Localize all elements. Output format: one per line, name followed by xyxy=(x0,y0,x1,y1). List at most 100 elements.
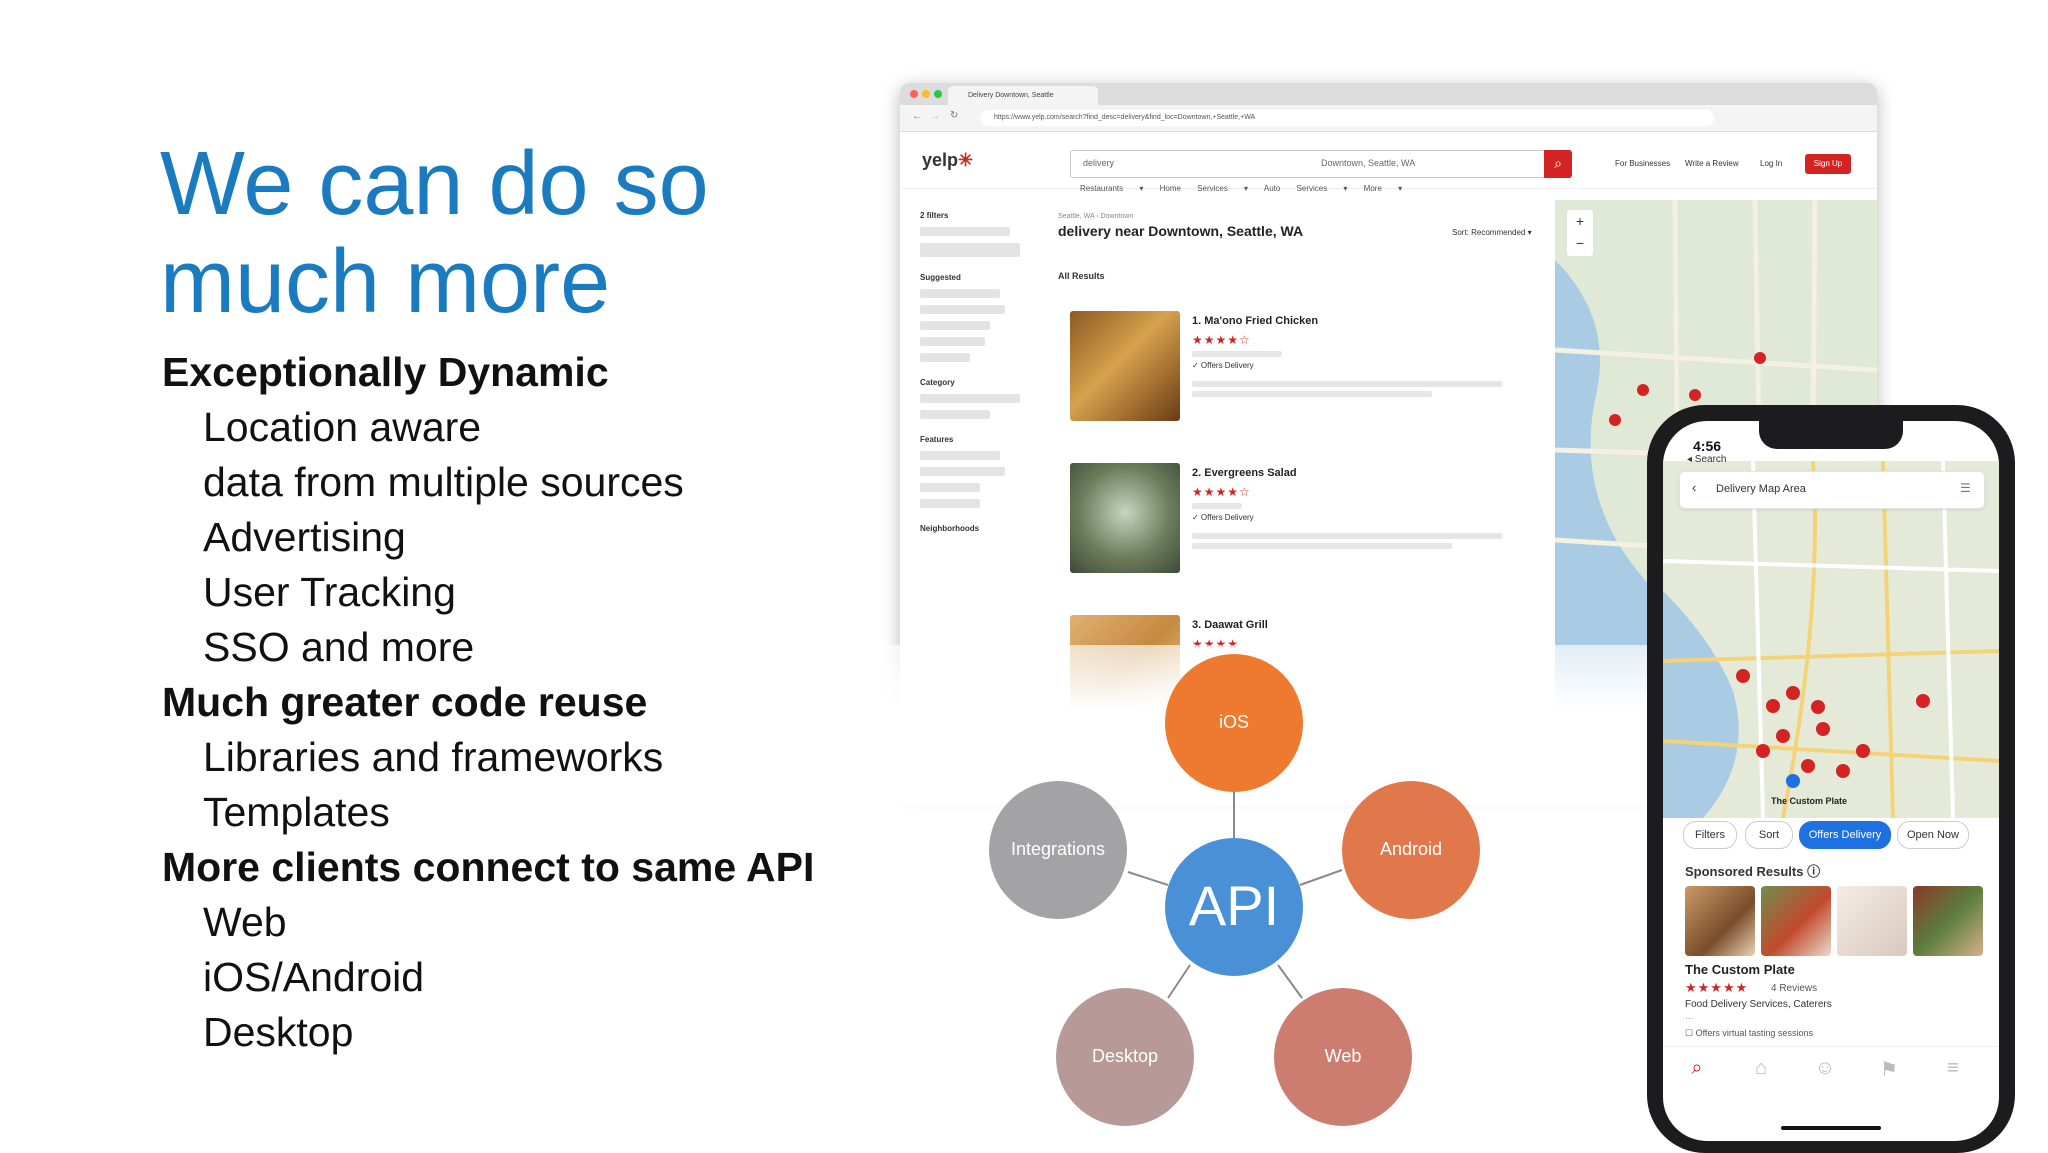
burst-icon: ✳ xyxy=(958,150,974,170)
slide-title: We can do so much more xyxy=(160,135,880,331)
map-pin-label: The Custom Plate xyxy=(1771,796,1848,806)
delivery-tab-icon[interactable]: ⌂ xyxy=(1754,1057,1768,1079)
api-label: API xyxy=(1189,874,1279,937)
for-businesses-link[interactable]: For Businesses xyxy=(1615,159,1671,168)
browser-tab[interactable]: Delivery Downtown, Seattle xyxy=(948,86,1098,105)
back-arrow-icon[interactable]: ← xyxy=(912,111,922,122)
result-offer: ✓ Offers Delivery xyxy=(1192,361,1254,370)
phone-notch xyxy=(1759,421,1903,449)
bullet-advertising: Advertising xyxy=(203,514,406,560)
android-node[interactable]: Android xyxy=(1342,781,1480,919)
forward-arrow-icon[interactable]: → xyxy=(930,111,940,122)
sort-dropdown[interactable]: Sort: Recommended ▾ xyxy=(1452,228,1532,237)
bullet-location-aware: Location aware xyxy=(203,404,482,450)
business-name[interactable]: The Custom Plate xyxy=(1685,962,1795,977)
food-photo[interactable] xyxy=(1761,886,1831,956)
food-photo[interactable] xyxy=(1913,886,1983,956)
food-photo[interactable] xyxy=(1837,886,1907,956)
business-stars: ★★★★★ xyxy=(1685,980,1749,995)
browser-tab-bar: Delivery Downtown, Seattle xyxy=(900,83,1877,105)
sort-chip[interactable]: Sort xyxy=(1745,821,1793,849)
more-tab-icon[interactable]: ≡ xyxy=(1947,1057,1959,1079)
login-link[interactable]: Log In xyxy=(1760,159,1783,168)
search-query[interactable]: delivery xyxy=(1083,158,1115,168)
reload-icon[interactable]: ↻ xyxy=(950,110,959,121)
suggested-heading: Suggested xyxy=(920,273,961,282)
title-line-2: much more xyxy=(160,232,611,332)
ios-node[interactable]: iOS xyxy=(1165,654,1303,792)
review-count: 4 Reviews xyxy=(1771,983,1818,994)
bullet-libraries: Libraries and frameworks xyxy=(203,734,664,780)
category-heading: Category xyxy=(920,378,955,387)
open-now-chip[interactable]: Open Now xyxy=(1897,821,1969,849)
sponsored-heading: Sponsored Results ⓘ xyxy=(1685,864,1821,879)
result-card[interactable]: 2. Evergreens Salad ★★★★☆ ✓ Offers Deliv… xyxy=(1070,463,1520,578)
maximize-dot[interactable] xyxy=(934,90,942,98)
me-tab-icon[interactable]: ☺ xyxy=(1814,1057,1836,1079)
bullet-desktop: Desktop xyxy=(203,1009,354,1055)
result-name[interactable]: 1. Ma'ono Fried Chicken xyxy=(1192,315,1319,327)
bullet-exceptionally-dynamic: Exceptionally Dynamic xyxy=(162,349,609,395)
phone-mockup: The Custom Plate 4:56 ◂ Search ‹ Deliver… xyxy=(1647,405,2015,1153)
phone-map[interactable]: The Custom Plate xyxy=(1663,461,1999,818)
list-icon[interactable]: ☰ xyxy=(1960,481,1971,495)
collections-tab-icon[interactable]: ⚑ xyxy=(1880,1059,1898,1081)
bullet-code-reuse: Much greater code reuse xyxy=(162,679,648,725)
address-bar: ← → ↻ https://www.yelp.com/search?find_d… xyxy=(900,105,1877,132)
features-heading: Features xyxy=(920,435,954,444)
bullet-data-sources: data from multiple sources xyxy=(203,459,684,505)
bullet-list: Exceptionally Dynamic Location aware dat… xyxy=(162,345,882,1060)
bullet-templates: Templates xyxy=(203,789,390,835)
integrations-node[interactable]: Integrations xyxy=(989,781,1127,919)
filters-heading: 2 filters xyxy=(920,211,949,220)
back-chevron-icon[interactable]: ‹ xyxy=(1692,480,1697,495)
result-name[interactable]: 3. Daawat Grill xyxy=(1192,619,1268,631)
api-node[interactable]: API xyxy=(1165,838,1303,976)
title-line-1: We can do so xyxy=(160,134,709,234)
map-zoom-controls[interactable]: +− xyxy=(1567,210,1593,256)
back-to-search[interactable]: ◂ Search xyxy=(1687,454,1727,465)
result-photo[interactable] xyxy=(1070,311,1180,421)
bullet-sso: SSO and more xyxy=(203,624,475,670)
sponsored-images xyxy=(1685,886,1999,958)
result-offer: ✓ Offers Delivery xyxy=(1192,513,1254,522)
search-tab-icon[interactable]: ⌕ xyxy=(1691,1057,1703,1079)
results-heading: delivery near Downtown, Seattle, WA xyxy=(1058,223,1304,239)
result-card[interactable]: 1. Ma'ono Fried Chicken ★★★★☆ ✓ Offers D… xyxy=(1070,311,1520,426)
desktop-node[interactable]: Desktop xyxy=(1056,988,1194,1126)
neighborhoods-heading: Neighborhoods xyxy=(920,524,980,533)
category-nav[interactable]: Restaurants ▾ Home Services ▾ Auto Servi… xyxy=(1080,184,1403,193)
bullet-user-tracking: User Tracking xyxy=(203,569,456,615)
home-indicator xyxy=(1781,1126,1881,1130)
desktop-label: Desktop xyxy=(1092,1046,1158,1066)
phone-search-text[interactable]: Delivery Map Area xyxy=(1716,483,1806,495)
close-dot[interactable] xyxy=(910,90,918,98)
web-node[interactable]: Web xyxy=(1274,988,1412,1126)
signup-button[interactable]: Sign Up xyxy=(1805,154,1851,174)
status-time: 4:56 xyxy=(1693,438,1722,454)
phone-map-graphic xyxy=(1663,461,1999,818)
web-label: Web xyxy=(1325,1046,1362,1066)
result-photo[interactable] xyxy=(1070,463,1180,573)
integrations-label: Integrations xyxy=(1011,839,1105,859)
filters-chip[interactable]: Filters xyxy=(1683,821,1737,849)
url-field[interactable]: https://www.yelp.com/search?find_desc=de… xyxy=(980,110,1714,126)
offers-delivery-chip[interactable]: Offers Delivery xyxy=(1799,821,1891,849)
yelp-logo[interactable]: yelp✳ xyxy=(922,150,973,171)
logo-text: yelp xyxy=(922,150,959,170)
bullet-ios-android: iOS/Android xyxy=(203,954,425,1000)
business-categories: Food Delivery Services, Caterers xyxy=(1685,999,1832,1010)
write-review-link[interactable]: Write a Review xyxy=(1685,159,1739,168)
search-box[interactable]: delivery Downtown, Seattle, WA ⌕ xyxy=(1070,150,1572,178)
business-address: ··· xyxy=(1685,1013,1694,1023)
breadcrumb[interactable]: Seattle, WA › Downtown xyxy=(1058,213,1134,220)
minimize-dot[interactable] xyxy=(922,90,930,98)
bullet-web: Web xyxy=(203,899,287,945)
all-results-label: All Results xyxy=(1058,271,1105,281)
food-photo[interactable] xyxy=(1685,886,1755,956)
search-location[interactable]: Downtown, Seattle, WA xyxy=(1321,158,1416,168)
phone-search-bar[interactable]: ‹ Delivery Map Area ☰ xyxy=(1679,471,1985,509)
search-icon[interactable]: ⌕ xyxy=(1544,150,1572,178)
result-name[interactable]: 2. Evergreens Salad xyxy=(1192,467,1297,479)
